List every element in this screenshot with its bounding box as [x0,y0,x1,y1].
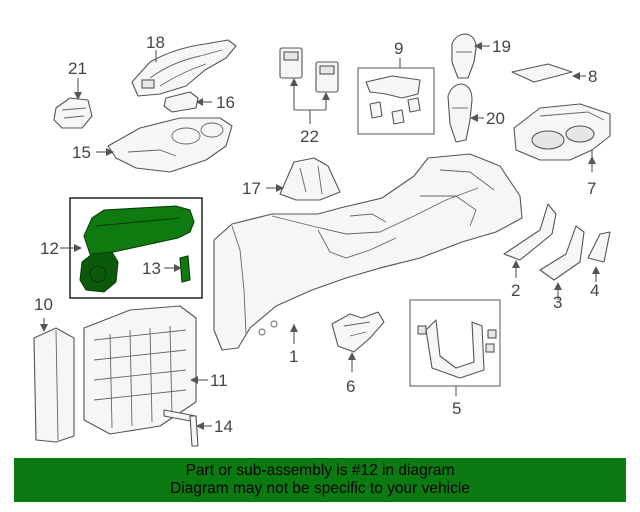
part-15-tray [96,117,233,173]
callout-16: 16 [216,93,235,112]
callout-17: 17 [242,179,261,198]
callout-19: 19 [492,37,511,56]
callout-10: 10 [34,295,53,314]
callout-11: 11 [210,371,228,390]
callout-1: 1 [289,347,298,366]
part-17-boot [266,157,341,201]
part-11-storage-box [83,305,208,435]
callout-20: 20 [486,109,505,128]
callout-22: 22 [300,127,319,146]
part-20-shift-knob [447,83,484,143]
part-2-bracket [503,203,557,278]
part-8-mat [511,63,586,83]
part-22-switches [279,47,339,124]
part-13-clip [164,255,191,283]
part-1-console-body [213,153,523,351]
callout-7: 7 [587,179,596,198]
callout-2: 2 [511,281,520,300]
part-19-shift-knob [451,33,490,79]
part-9-assembly [357,58,435,135]
part-18-trim-bezel [131,39,237,97]
part-5-bracket-assembly [409,299,501,396]
callout-15: 15 [72,143,91,162]
callout-5: 5 [452,399,461,418]
part-12-armrest [60,197,203,299]
callout-21: 21 [68,59,87,78]
callout-13: 13 [142,259,161,278]
callout-12: 12 [40,239,59,258]
callout-9: 9 [394,39,403,58]
fitment-banner: Part or sub-assembly is #12 in diagram D… [14,458,626,502]
part-6-bracket [331,311,385,372]
part-4-cover [587,231,611,282]
part-3-bracket [539,225,585,300]
part-16-lid [163,91,212,113]
banner-line-1: Part or sub-assembly is #12 in diagram [185,462,455,479]
part-7-cup-holder [513,103,611,172]
part-14-pin [163,409,212,447]
part-10-side-panel [33,318,75,443]
callout-14: 14 [214,417,233,436]
callout-8: 8 [588,67,597,86]
callout-18: 18 [146,33,165,52]
callout-6: 6 [346,377,355,396]
part-21-switch [53,78,93,129]
banner-line-2: Diagram may not be specific to your vehi… [170,480,470,497]
callout-4: 4 [590,281,599,300]
callout-3: 3 [553,293,562,312]
